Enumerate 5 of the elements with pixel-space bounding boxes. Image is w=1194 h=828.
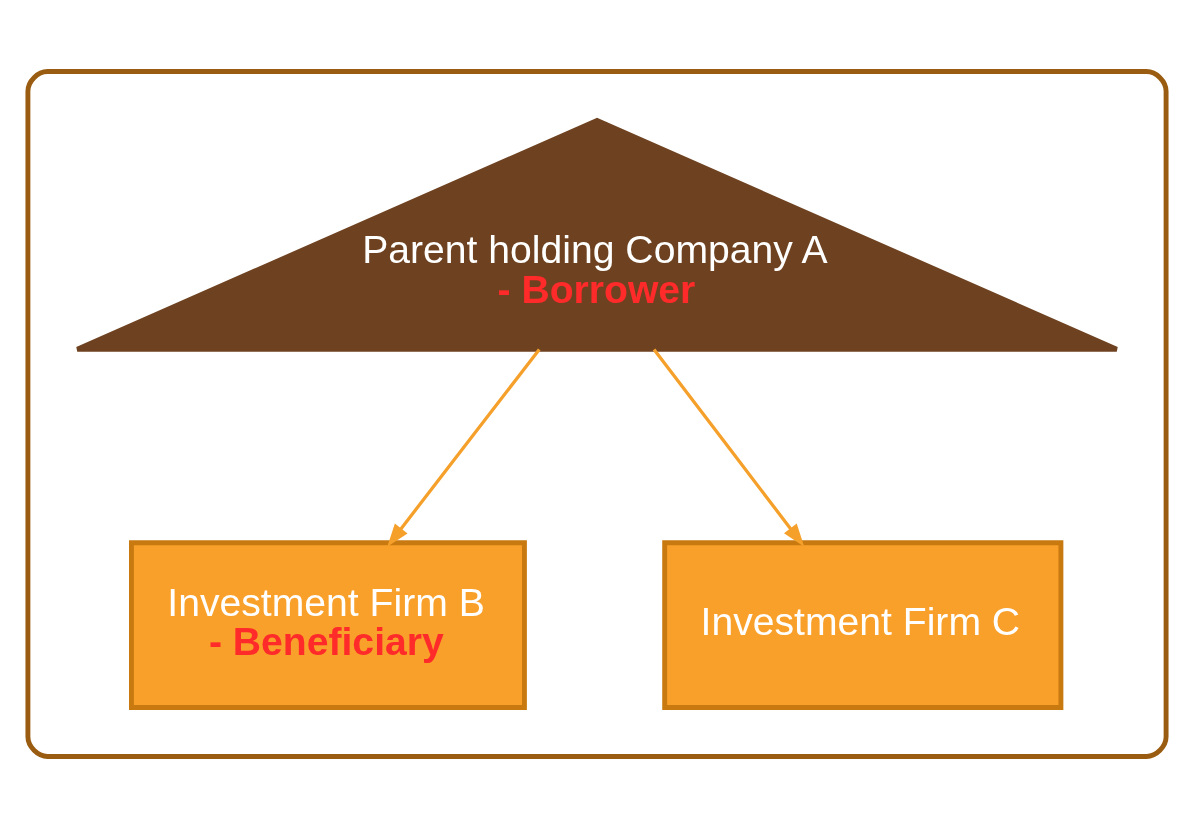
cluster <box>25 69 1169 759</box>
arrow <box>387 348 541 547</box>
node-box: Investment Firm B - Beneficiary <box>129 540 527 710</box>
arrow <box>652 348 805 547</box>
node-box: Investment Firm C <box>662 540 1064 710</box>
